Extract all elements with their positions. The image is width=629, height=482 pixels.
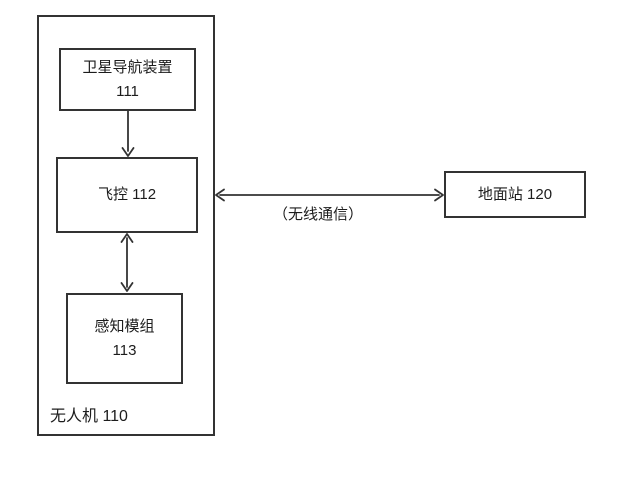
node-perception-name: 感知模组 xyxy=(94,317,155,335)
node-perception-ref: 113 xyxy=(112,341,137,359)
drone-group-box xyxy=(37,15,215,436)
node-satnav: 卫星导航装置 111 xyxy=(59,48,196,111)
drone-group-label: 无人机 110 xyxy=(50,408,128,425)
arrow-flight-perception-bidirectional xyxy=(120,233,134,292)
node-perception: 感知模组 113 xyxy=(66,293,183,384)
wireless-link-label: （无线通信） xyxy=(272,206,363,223)
node-flight-control-label: 飞控 112 xyxy=(97,186,157,203)
arrow-drone-ground-bidirectional xyxy=(215,188,444,202)
arrow-satnav-to-flight xyxy=(121,110,135,157)
node-ground-station: 地面站 120 xyxy=(444,171,586,218)
node-flight-control: 飞控 112 xyxy=(56,157,198,233)
node-ground-station-label: 地面站 120 xyxy=(477,185,553,203)
node-satnav-ref: 111 xyxy=(116,82,139,100)
node-satnav-name: 卫星导航装置 xyxy=(82,58,173,76)
